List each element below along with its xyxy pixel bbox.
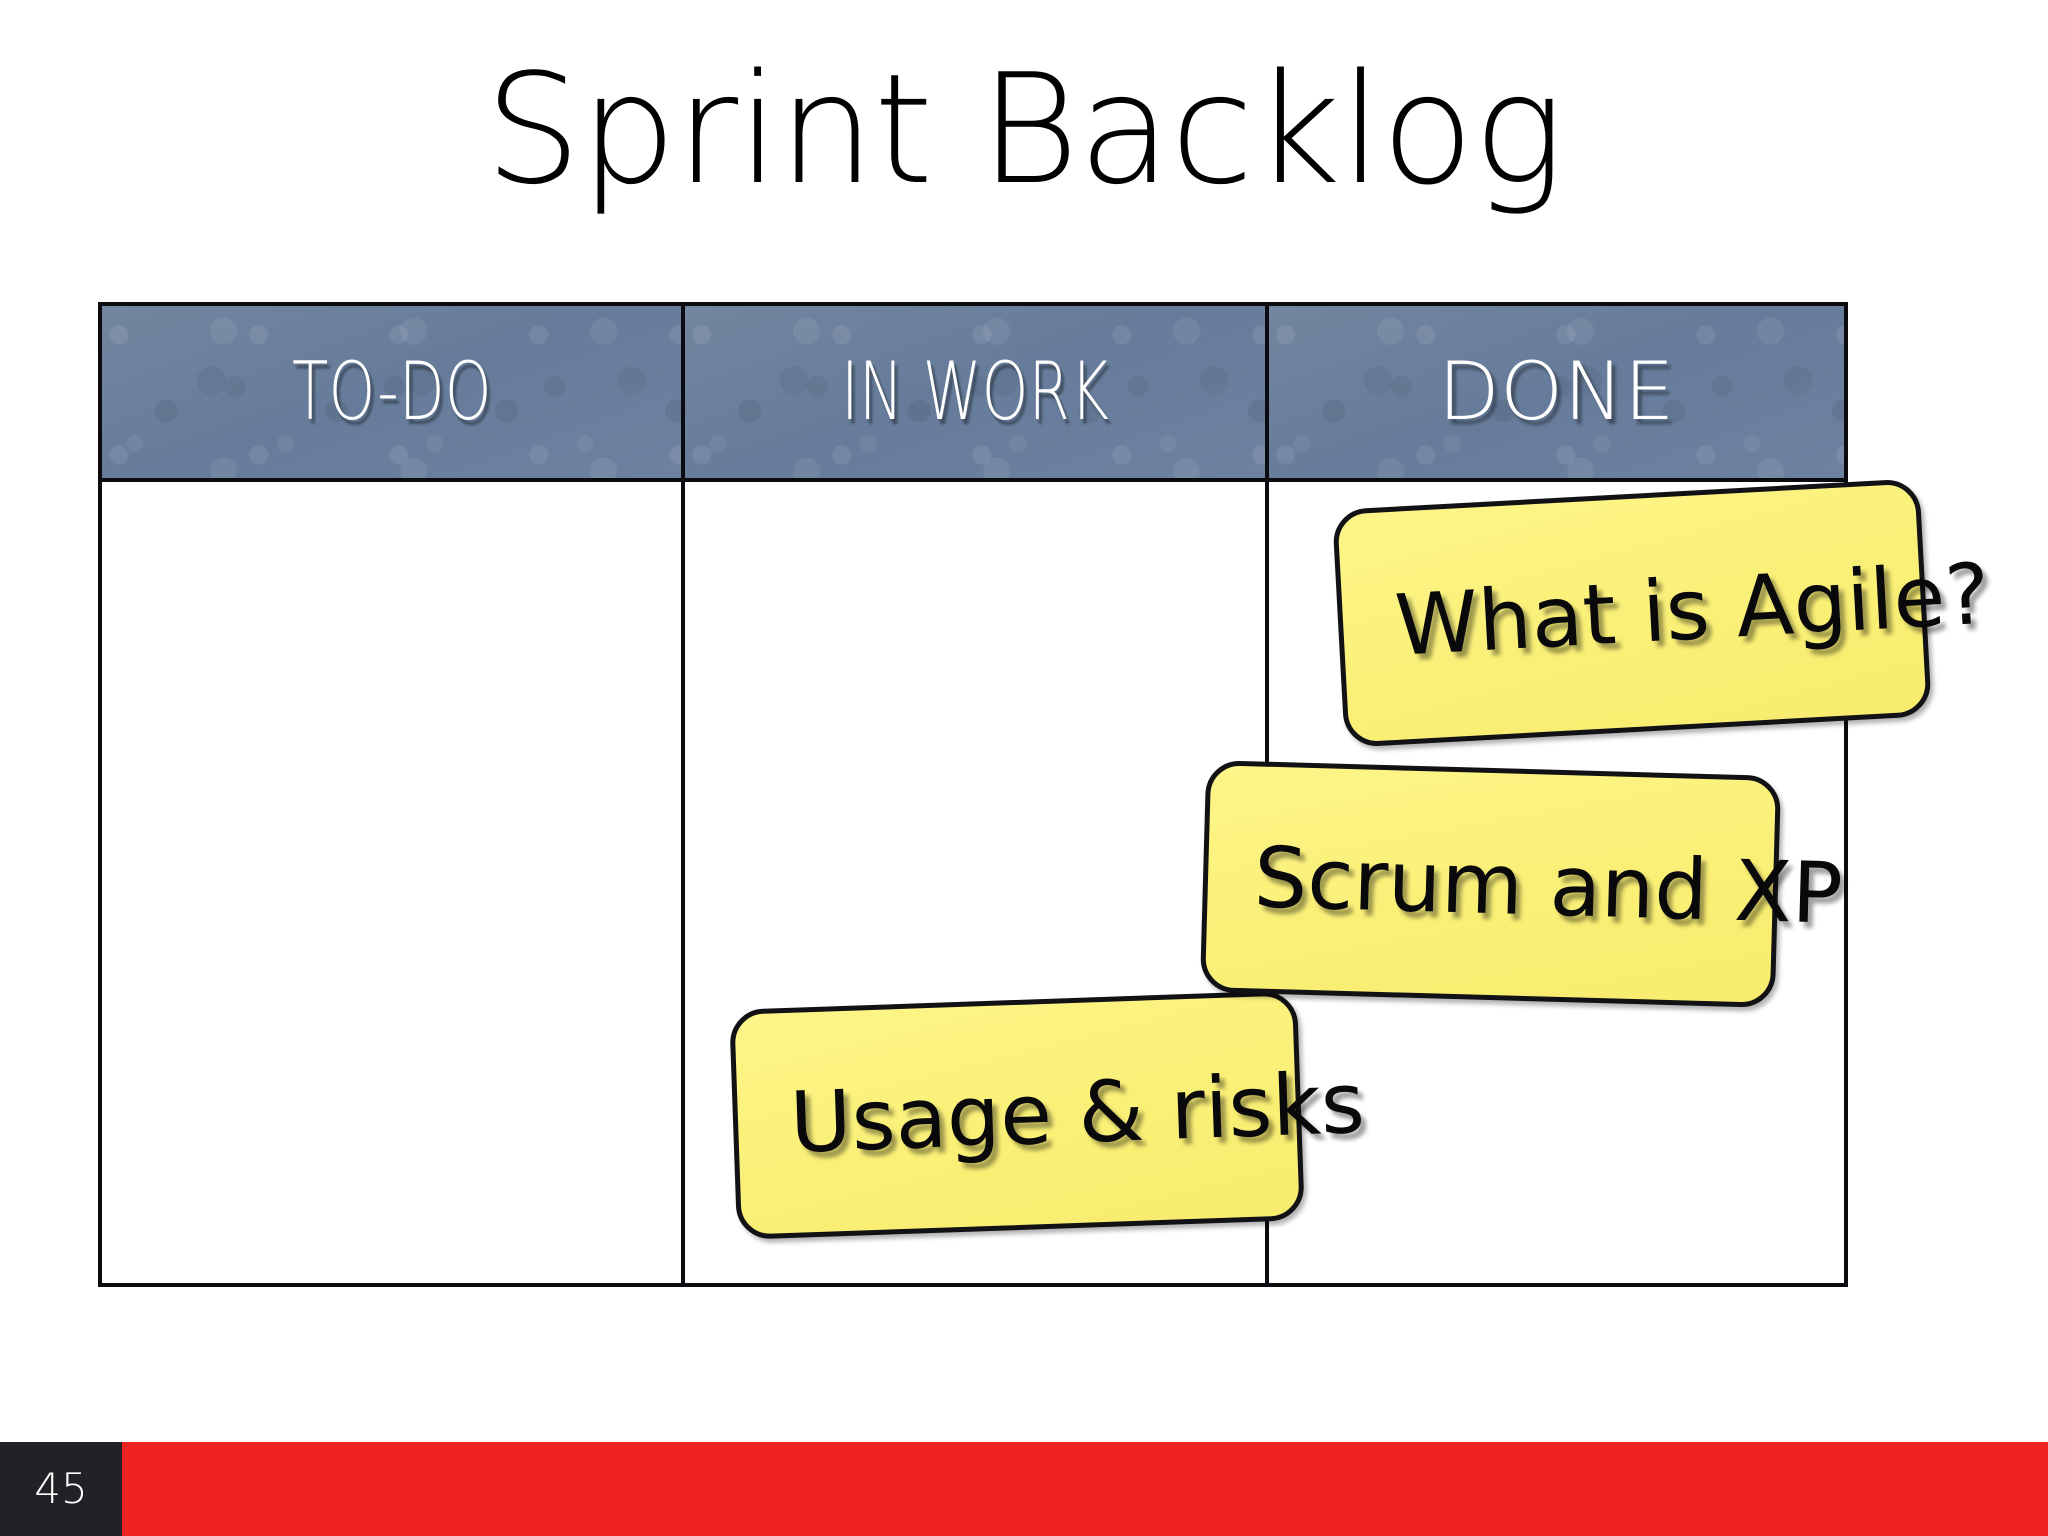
board-column-header-todo[interactable]: TO-DO bbox=[102, 306, 681, 478]
sticky-note-usage-and-risks[interactable]: Usage & risks bbox=[729, 990, 1366, 1240]
page-number-box: 45 bbox=[0, 1442, 122, 1536]
board-column-header-todo-label: TO-DO bbox=[291, 345, 492, 438]
board-column-header-done[interactable]: DONE bbox=[1265, 306, 1844, 478]
board-column-todo[interactable] bbox=[102, 482, 681, 1283]
board-column-header-inwork[interactable]: IN WORK bbox=[681, 306, 1265, 478]
sticky-note-label: What is Agile? bbox=[1392, 544, 1993, 675]
sticky-note-label: Usage & risks bbox=[788, 1053, 1367, 1172]
footer-accent-bar bbox=[122, 1442, 2048, 1536]
sticky-note-scrum-and-xp[interactable]: Scrum and XP bbox=[1199, 760, 1844, 1008]
page-number: 45 bbox=[34, 1464, 88, 1513]
sticky-note-what-is-agile[interactable]: What is Agile? bbox=[1331, 478, 1992, 748]
board-header-row: TO-DO IN WORK DONE bbox=[102, 306, 1844, 482]
board-column-header-done-label: DONE bbox=[1438, 345, 1675, 438]
page-title: Sprint Backlog bbox=[484, 41, 1565, 218]
board-column-header-inwork-label: IN WORK bbox=[840, 345, 1110, 438]
sticky-note-label: Scrum and XP bbox=[1252, 828, 1844, 943]
